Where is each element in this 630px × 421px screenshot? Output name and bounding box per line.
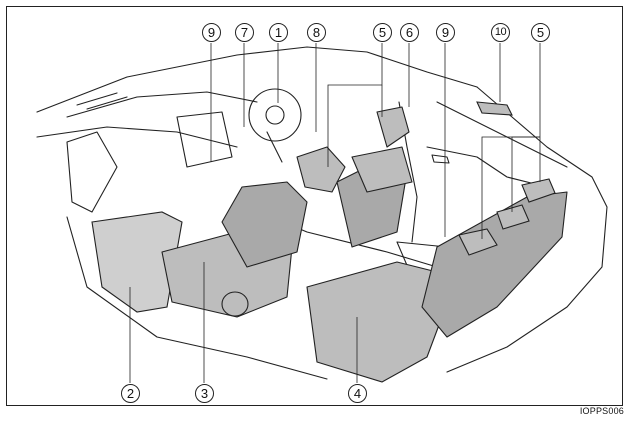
callout-8: 8 — [307, 23, 326, 42]
callout-5-front: 5 — [373, 23, 392, 42]
callout-7: 7 — [235, 23, 254, 42]
dash-lower — [36, 126, 238, 148]
callout-4: 4 — [348, 384, 367, 403]
callout-6: 6 — [400, 23, 419, 42]
steering-column — [266, 131, 283, 163]
callout-5-rear: 5 — [531, 23, 550, 42]
rear-door-line — [426, 146, 548, 188]
rear-headrests — [458, 178, 556, 256]
car-interior-illustration — [36, 43, 608, 383]
dashboard-outline — [36, 46, 478, 113]
driver-seat — [336, 106, 413, 248]
rear-window-line — [436, 101, 568, 168]
callout-9-front: 9 — [202, 23, 221, 42]
front-floor-area — [91, 211, 183, 313]
steering-wheel-hub — [265, 105, 285, 125]
figure-code: IOPPS006 — [579, 406, 624, 416]
assist-grip — [476, 101, 513, 116]
rear-seat-cushion — [306, 261, 458, 383]
dash-vent-strip — [76, 92, 128, 110]
right-body-outline — [446, 86, 608, 373]
diagram-frame: 1 2 3 4 5 5 6 7 8 9 9 10 — [6, 6, 623, 406]
windshield-base — [66, 91, 258, 118]
steering-wheel-outer — [248, 88, 302, 142]
callout-9-rear: 9 — [436, 23, 455, 42]
callout-2: 2 — [121, 384, 140, 403]
center-console-top — [176, 111, 233, 168]
callout-1: 1 — [269, 23, 288, 42]
callout-3: 3 — [195, 384, 214, 403]
callout-10: 10 — [491, 23, 510, 42]
floor-edge — [66, 216, 328, 380]
rear-door-handle — [431, 154, 450, 164]
left-door-panel — [66, 131, 118, 213]
leader-lines — [129, 43, 541, 383]
front-passenger-seat — [161, 146, 346, 318]
rear-seat-back — [421, 191, 568, 338]
